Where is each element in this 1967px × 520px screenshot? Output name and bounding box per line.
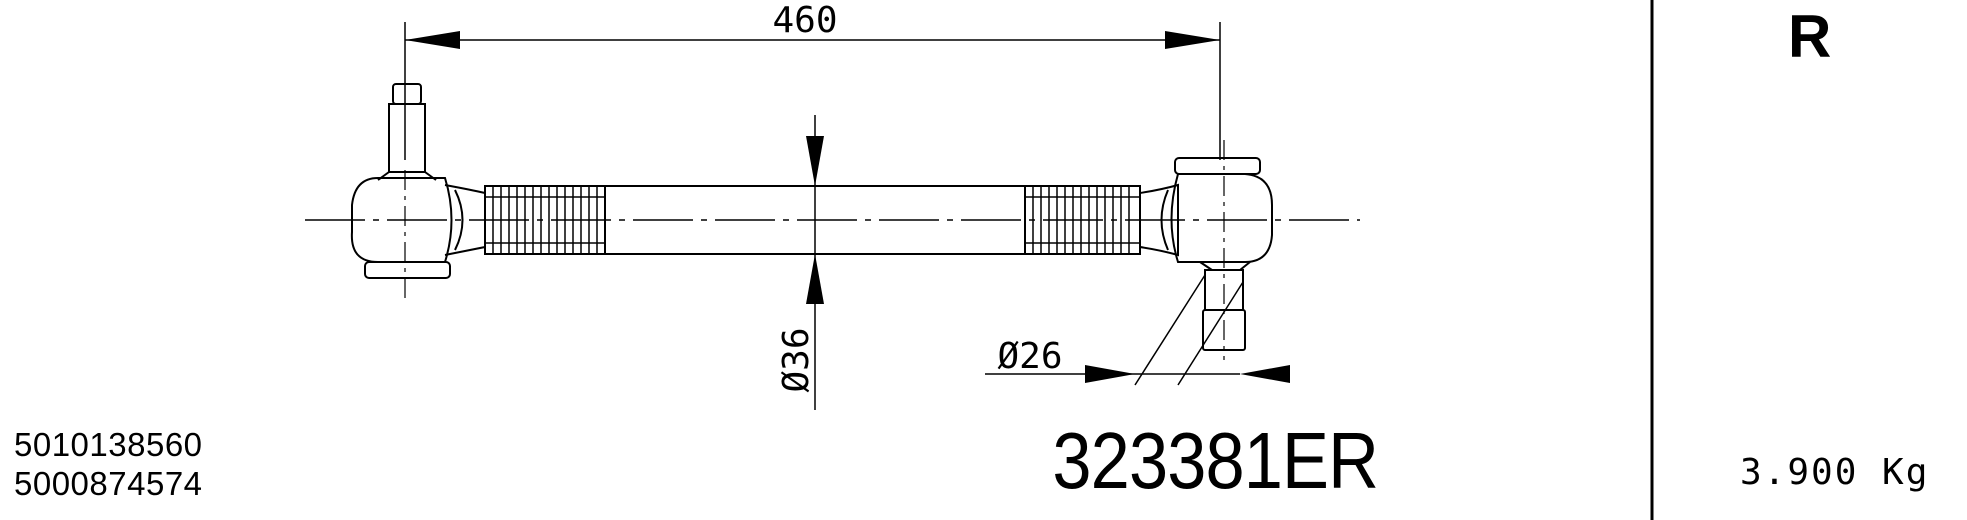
side-indicator: R	[1788, 3, 1832, 70]
length-dimension-label: 460	[772, 0, 837, 41]
pin-diameter-label: Ø26	[997, 336, 1062, 377]
part-number: 323381ER	[1052, 416, 1379, 505]
length-dimension: 460	[404, 0, 1221, 160]
tube-diameter-dimension: Ø36	[776, 115, 824, 410]
pin-diameter-dimension: Ø26	[985, 274, 1290, 386]
tube-diameter-label: Ø36	[776, 327, 817, 392]
right-bellows	[1024, 185, 1141, 255]
weight-label: 3.900 Kg	[1740, 452, 1930, 493]
left-ball-joint	[350, 83, 486, 300]
reference-number: 5010138560	[14, 426, 203, 463]
reference-number: 5000874574	[14, 465, 203, 502]
left-bellows	[484, 185, 606, 255]
right-ball-joint	[1139, 140, 1273, 360]
